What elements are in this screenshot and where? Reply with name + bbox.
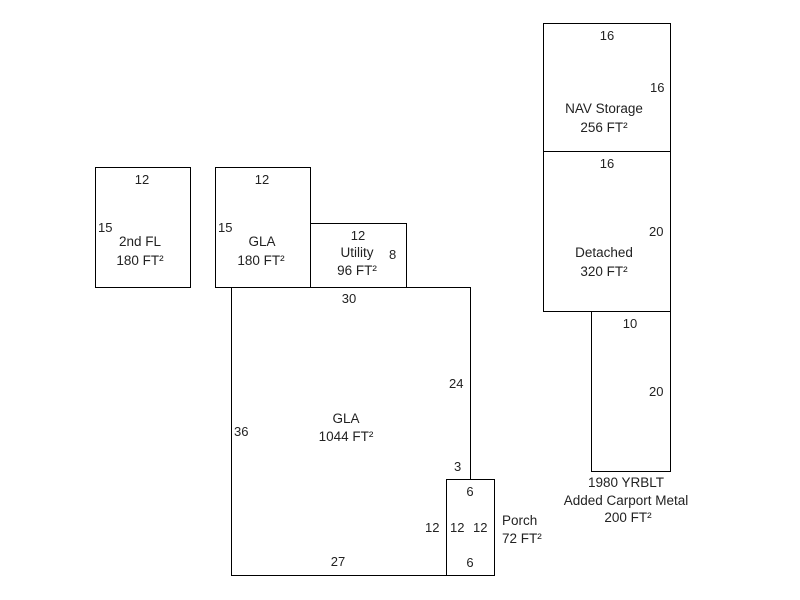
dim-left: 15: [98, 220, 112, 235]
dim-left: 12: [425, 520, 439, 535]
dim-right-upper: 24: [449, 376, 463, 391]
dim-top: 16: [600, 28, 614, 43]
room-area: 180 FT²: [116, 253, 164, 268]
dim-left: 36: [234, 424, 248, 439]
dim-top: 12: [135, 172, 149, 187]
room-outline: [591, 311, 671, 472]
room-name: GLA: [332, 411, 359, 426]
room-name-line1: 1980 YRBLT: [588, 475, 664, 490]
room-area: 72 FT²: [502, 531, 542, 546]
dim-right-lower: 3: [454, 459, 461, 474]
room-name: Detached: [575, 245, 633, 260]
dim-top: 12: [351, 228, 365, 243]
dim-left: 15: [218, 220, 232, 235]
dim-top: 30: [342, 291, 356, 306]
room-area: 256 FT²: [580, 120, 628, 135]
dim-top: 16: [600, 156, 614, 171]
dim-right: 16: [650, 80, 664, 95]
dim-top: 12: [255, 172, 269, 187]
room-area: 200 FT²: [604, 510, 652, 525]
room-name: GLA: [248, 234, 275, 249]
dim-right: 20: [649, 224, 663, 239]
dim-inner-right: 12: [473, 520, 487, 535]
room-name: 2nd FL: [119, 234, 162, 249]
room-second-fl: 12 15 2nd FL 180 FT²: [95, 167, 191, 288]
room-area: 96 FT²: [337, 263, 377, 278]
room-area: 320 FT²: [580, 264, 628, 279]
room-porch: 6 12 12 12 6 Porch 72 FT²: [425, 479, 542, 576]
dim-top: 10: [623, 316, 637, 331]
dim-right: 20: [649, 384, 663, 399]
room-name: Utility: [341, 245, 374, 260]
dim-right: 8: [389, 247, 396, 262]
room-nav-storage: 16 16 NAV Storage 256 FT²: [543, 23, 671, 152]
room-outline: [231, 287, 471, 480]
dim-inner-left: 12: [450, 520, 464, 535]
room-carport: 10 20 1980 YRBLT Added Carport Metal 200…: [564, 311, 689, 525]
room-name: Porch: [502, 513, 537, 528]
room-area: 180 FT²: [237, 253, 285, 268]
room-utility: 12 8 Utility 96 FT²: [310, 223, 407, 288]
room-outline: [95, 167, 191, 288]
room-gla-main: 30 36 24 3 27 GLA 1044 FT²: [231, 287, 471, 576]
room-name: NAV Storage: [565, 101, 643, 116]
room-gla-upper: 12 15 GLA 180 FT²: [215, 167, 311, 288]
dim-bottom: 27: [331, 554, 345, 569]
room-name-line2: Added Carport Metal: [564, 493, 689, 508]
room-area: 1044 FT²: [319, 429, 374, 444]
room-outline: [446, 479, 495, 576]
dim-top: 6: [466, 484, 473, 499]
room-detached: 16 20 Detached 320 FT²: [543, 151, 671, 312]
dim-bottom: 6: [466, 555, 473, 570]
room-outline: [231, 287, 447, 576]
